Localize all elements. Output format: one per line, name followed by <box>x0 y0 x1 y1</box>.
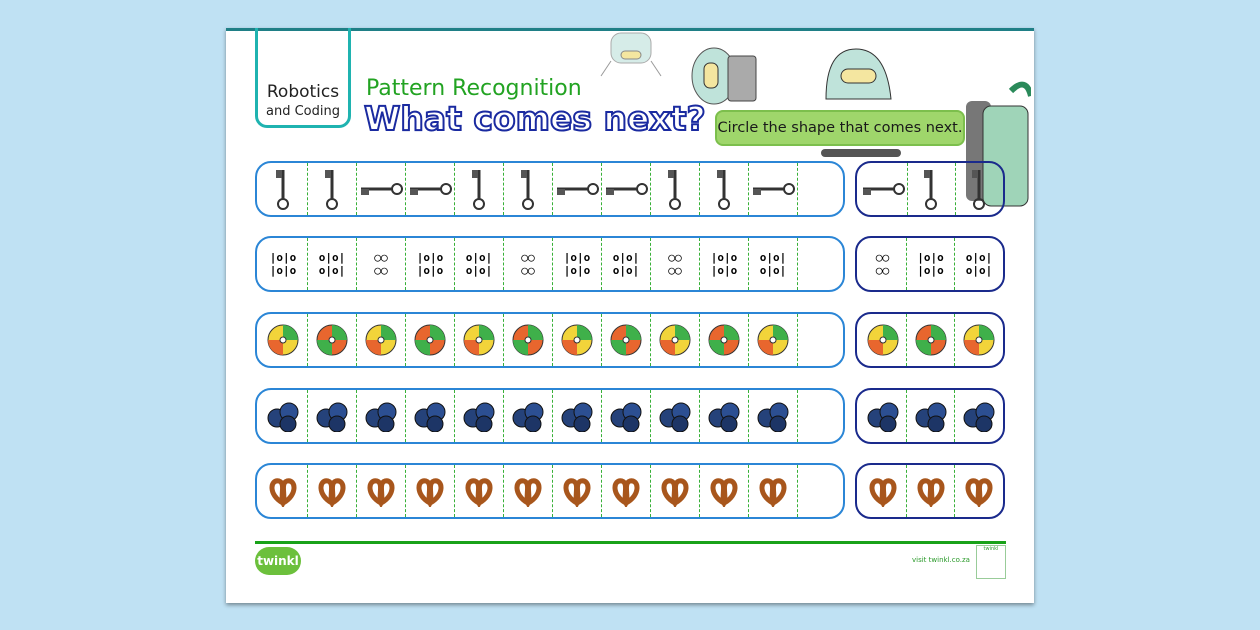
answer-option-blueberry-c[interactable] <box>955 390 1003 442</box>
answer-option-ball-a[interactable] <box>859 314 907 366</box>
ball-a-icon <box>553 314 602 366</box>
footer-divider <box>255 541 1006 544</box>
pretzel-b-icon <box>308 465 357 517</box>
quality-badge: twinkl <box>976 545 1006 579</box>
ball-a-icon <box>259 314 308 366</box>
pretzel-a-icon <box>700 465 749 517</box>
pretzel-b-icon <box>602 465 651 517</box>
ball-b-icon <box>700 314 749 366</box>
key-horizontal-icon <box>406 163 455 215</box>
blueberry-a-icon <box>700 390 749 442</box>
pretzel-b-icon <box>749 465 798 517</box>
ball-b-icon <box>504 314 553 366</box>
ball-b-icon <box>602 314 651 366</box>
answer-options: ◯◯◯◯|o|o|o|o o|o|o|o| <box>855 236 1005 292</box>
tag-line1: Robotics <box>266 82 340 102</box>
pattern-row <box>255 312 845 368</box>
ball-a-icon <box>455 314 504 366</box>
ball-a-icon <box>357 314 406 366</box>
ball-a-icon <box>749 314 798 366</box>
answer-option-pretzel-c[interactable] <box>955 465 1003 517</box>
robot-icon <box>600 32 662 77</box>
answer-option-blueberry-a[interactable] <box>859 390 907 442</box>
visit-link[interactable]: visit twinkl.co.za <box>912 556 970 564</box>
key-vertical-icon <box>700 163 749 215</box>
key-vertical-icon <box>651 163 700 215</box>
ball-b-icon <box>308 314 357 366</box>
pretzel-a-icon <box>553 465 602 517</box>
blueberry-c-icon <box>504 390 553 442</box>
pattern-row <box>255 463 845 519</box>
answer-options <box>855 463 1005 519</box>
key-horizontal-icon <box>749 163 798 215</box>
twinkl-logo: twinkl <box>255 547 301 575</box>
grid-a-icon: |o|o|o|o <box>553 238 602 290</box>
key-vertical-icon <box>259 163 308 215</box>
topic-tag: Robotics and Coding <box>255 28 351 128</box>
answer-option-pretzel-a[interactable] <box>859 465 907 517</box>
answer-option-key-horizontal[interactable] <box>859 163 908 215</box>
page-title: What comes next? <box>363 98 707 139</box>
pattern-row <box>255 161 845 217</box>
blueberry-a-icon <box>406 390 455 442</box>
pretzel-c-icon <box>357 465 406 517</box>
blueberry-b-icon <box>455 390 504 442</box>
blueberry-a-icon <box>259 390 308 442</box>
grid-c-icon: ◯◯◯◯ <box>357 238 406 290</box>
grid-b-icon: o|o|o|o| <box>308 238 357 290</box>
answer-options <box>855 312 1005 368</box>
subtitle: Pattern Recognition <box>366 76 582 101</box>
pretzel-b-icon <box>455 465 504 517</box>
blueberry-b-icon <box>749 390 798 442</box>
grid-b-icon: o|o|o|o| <box>749 238 798 290</box>
tag-line2: and Coding <box>266 104 340 119</box>
key-horizontal-icon <box>602 163 651 215</box>
logo-text: twinkl <box>257 554 299 568</box>
grid-b-icon: o|o|o|o| <box>455 238 504 290</box>
answer-option-key-vertical[interactable] <box>956 163 1003 215</box>
answer-options <box>855 161 1005 217</box>
blueberry-c-icon <box>357 390 406 442</box>
pretzel-a-icon <box>259 465 308 517</box>
answer-option-ball-a[interactable] <box>955 314 1003 366</box>
key-horizontal-icon <box>357 163 406 215</box>
key-vertical-icon <box>455 163 504 215</box>
key-vertical-icon <box>308 163 357 215</box>
answer-option-pretzel-b[interactable] <box>907 465 955 517</box>
robot-icon <box>691 47 757 105</box>
grid-c-icon: ◯◯◯◯ <box>651 238 700 290</box>
robot-icon <box>821 48 901 157</box>
blueberry-c-icon <box>651 390 700 442</box>
answer-option-grid-a[interactable]: |o|o|o|o <box>907 238 955 290</box>
pattern-row <box>255 388 845 444</box>
ball-a-icon <box>651 314 700 366</box>
answer-option-grid-b[interactable]: o|o|o|o| <box>965 251 993 277</box>
grid-a-icon: |o|o|o|o <box>406 238 455 290</box>
key-vertical-icon <box>504 163 553 215</box>
answer-option-grid-c[interactable]: ◯◯◯◯ <box>859 238 907 290</box>
key-horizontal-icon <box>553 163 602 215</box>
answer-option-blueberry-b[interactable] <box>907 390 955 442</box>
badge-text: twinkl <box>983 546 999 552</box>
instruction-banner: Circle the shape that comes next. <box>715 110 965 146</box>
blueberry-b-icon <box>308 390 357 442</box>
pretzel-a-icon <box>406 465 455 517</box>
answer-option-key-vertical[interactable] <box>908 163 956 215</box>
ball-b-icon <box>406 314 455 366</box>
grid-b-icon: o|o|o|o| <box>602 238 651 290</box>
pretzel-c-icon <box>651 465 700 517</box>
grid-c-icon: ◯◯◯◯ <box>504 238 553 290</box>
worksheet-page: Robotics and Coding Pattern Recognition … <box>226 28 1034 603</box>
grid-a-icon: |o|o|o|o <box>700 238 749 290</box>
answer-options <box>855 388 1005 444</box>
answer-option-ball-b[interactable] <box>907 314 955 366</box>
blueberry-b-icon <box>602 390 651 442</box>
pretzel-c-icon <box>504 465 553 517</box>
grid-a-icon: |o|o|o|o <box>259 238 308 290</box>
blueberry-a-icon <box>553 390 602 442</box>
